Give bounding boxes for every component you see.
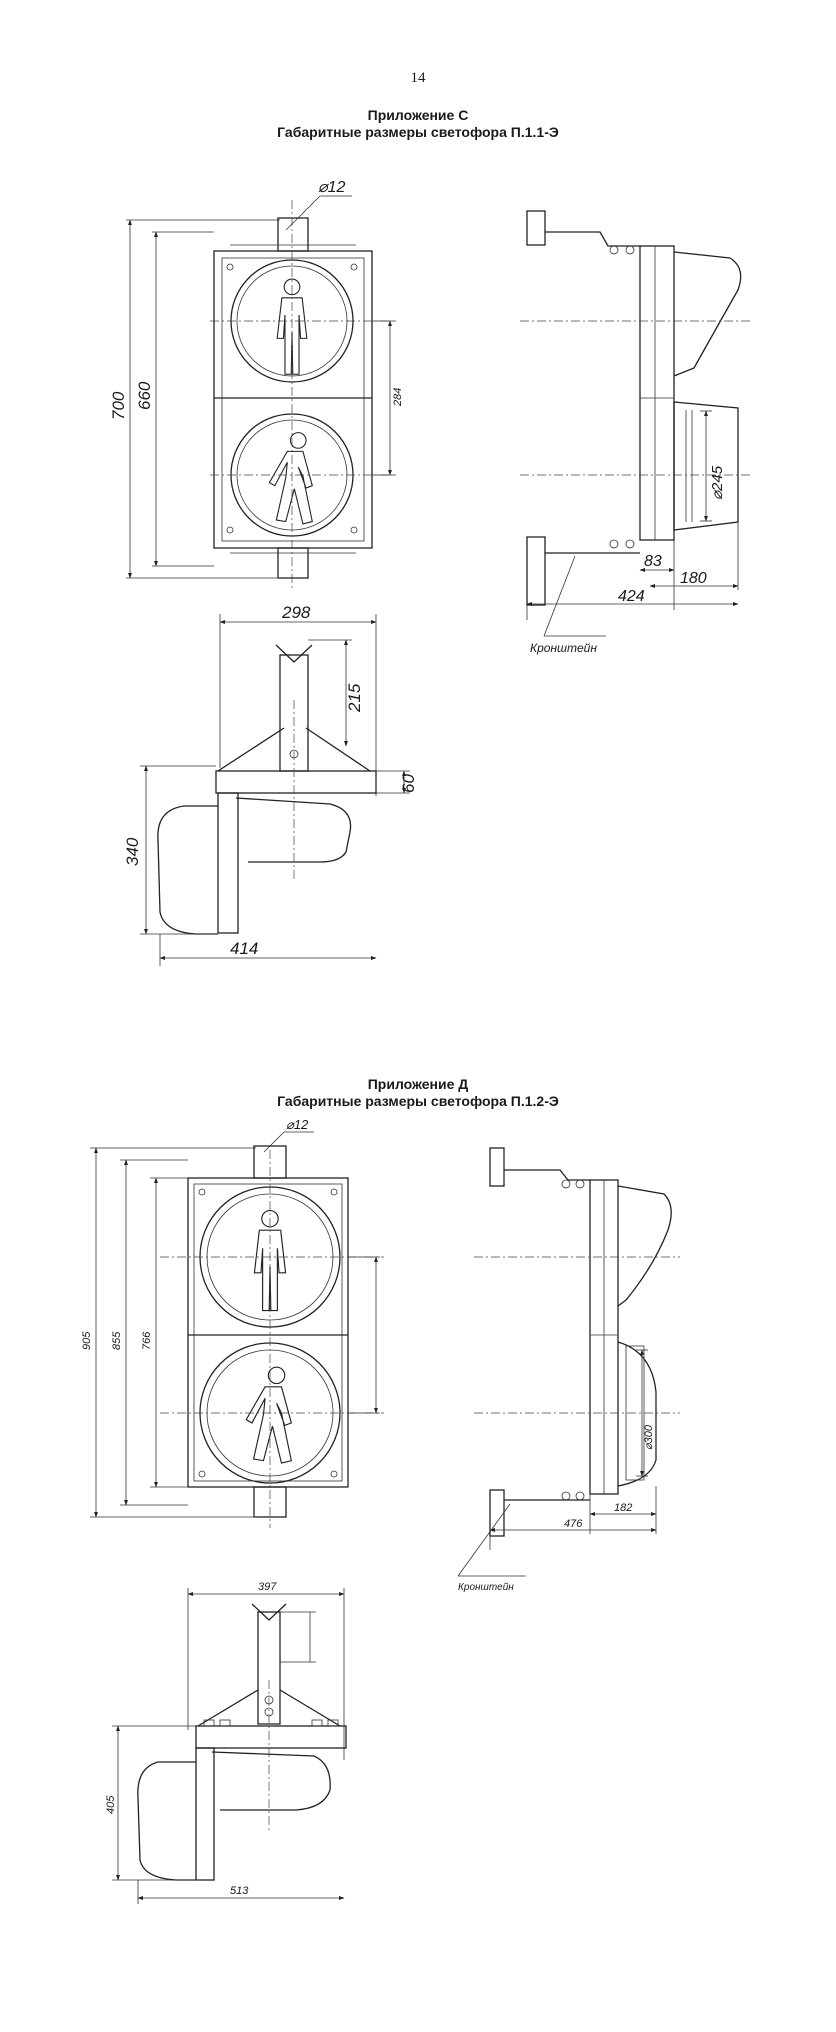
walking-pedestrian-icon-d [245, 1366, 292, 1464]
c-side-total: 424 [618, 588, 645, 605]
section-c-front-view: ⌀12 700 660 284 [109, 179, 404, 590]
section-d-front-view: 905 855 766 ⌀12 [81, 1117, 384, 1528]
c-height-total: 700 [109, 391, 128, 420]
section-d-top-view: 397 405 513 [105, 1581, 347, 1904]
c-side-offset: 83 [644, 553, 662, 570]
d-top-total: 513 [230, 1885, 249, 1897]
d-top-visor: 405 [105, 1795, 117, 1814]
d-height-body: 855 [111, 1331, 123, 1350]
c-lens-pitch: 284 [392, 388, 404, 407]
c-height-body: 660 [135, 381, 154, 410]
c-side-depth: 180 [680, 570, 707, 587]
section-c-side-view: ⌀245 83 180 424 Кронштейн [520, 210, 752, 655]
appendix-c-subtitle: Габаритные размеры светофора П.1.1-Э [277, 124, 559, 140]
c-top-visor: 340 [123, 837, 142, 866]
appendix-c-title: Приложение С [367, 107, 469, 123]
d-side-depth: 182 [614, 1502, 632, 1514]
d-hole-diameter: ⌀12 [286, 1117, 309, 1132]
section-d-side-view: ⌀300 182 476 Кронштейн [457, 1147, 680, 1593]
d-side-total: 476 [564, 1518, 583, 1530]
c-top-bracket: 215 [345, 683, 364, 713]
d-height-total: 905 [81, 1331, 93, 1350]
c-bracket-callout: Кронштейн [530, 641, 597, 655]
d-top-width: 397 [258, 1581, 277, 1593]
c-hole-diameter: ⌀12 [318, 179, 346, 196]
appendix-d-title: Приложение Д [367, 1076, 469, 1092]
c-top-plate: 60 [399, 774, 418, 793]
c-lens-diameter: ⌀245 [709, 465, 726, 500]
page-number: 14 [410, 70, 426, 86]
section-c-top-view: 298 215 60 340 414 [123, 603, 418, 966]
c-top-total: 414 [230, 939, 258, 958]
appendix-d-subtitle: Габаритные размеры светофора П.1.2-Э [277, 1093, 559, 1109]
walking-pedestrian-icon [268, 432, 313, 525]
appendix-c-heading: Приложение С Габаритные размеры светофор… [0, 107, 836, 141]
d-bracket-callout: Кронштейн [458, 1582, 514, 1593]
appendix-d-heading: Приложение Д Габаритные размеры светофор… [0, 1076, 836, 1110]
d-height-inner: 766 [141, 1331, 153, 1350]
c-top-width: 298 [281, 603, 311, 622]
d-lens-diameter: ⌀300 [643, 1424, 655, 1450]
